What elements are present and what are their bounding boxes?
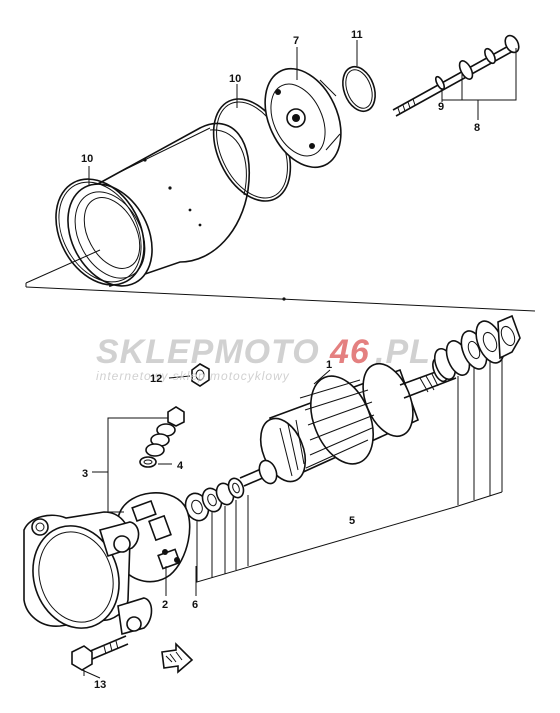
end-housing xyxy=(23,511,153,636)
brush-plate xyxy=(113,492,191,583)
leader-5-bracket xyxy=(196,356,503,583)
callout-13: 13 xyxy=(94,679,106,691)
end-cover-7 xyxy=(264,67,342,169)
terminal-nut-12 xyxy=(191,363,210,387)
section-divider xyxy=(25,249,536,312)
callout-12: 12 xyxy=(150,373,162,385)
callout-8: 8 xyxy=(474,122,480,134)
o-ring-11 xyxy=(342,65,376,113)
watermark: SKLEPMOTO 46 .PL internetowy sklep motoc… xyxy=(96,333,431,383)
callout-6: 6 xyxy=(192,599,198,611)
callout-11: 11 xyxy=(351,29,363,41)
terminal-washers xyxy=(139,406,185,468)
yoke-housing xyxy=(67,122,250,288)
callout-7: 7 xyxy=(293,35,299,47)
callout-5: 5 xyxy=(349,515,355,527)
watermark-brand-part1: SKLEPMOTO xyxy=(96,333,320,371)
watermark-brand-part2: 46 xyxy=(329,333,370,371)
armature-1 xyxy=(239,357,457,487)
callout-3: 3 xyxy=(82,468,88,480)
callout-9: 9 xyxy=(438,101,444,113)
callout-2: 2 xyxy=(162,599,168,611)
leader-lines-lower xyxy=(81,369,331,679)
callout-4: 4 xyxy=(177,460,184,472)
watermark-brand-part3: .PL xyxy=(375,333,431,371)
callout-10-left: 10 xyxy=(81,153,93,165)
watermark-tagline: internetowy sklep motocyklowy xyxy=(96,369,290,383)
washer-stack-right xyxy=(433,314,521,381)
leader-lines-upper xyxy=(88,40,517,186)
arrow-front-icon xyxy=(161,642,194,674)
washer-stack-left xyxy=(184,477,245,522)
bolt-13 xyxy=(71,635,129,676)
o-ring-10-left xyxy=(55,178,145,286)
callout-1: 1 xyxy=(326,359,332,371)
through-bolt-8 xyxy=(392,34,520,117)
callout-10-upper: 10 xyxy=(229,73,241,85)
callouts: 7 11 10 10 9 8 12 1 3 4 5 2 6 13 xyxy=(81,29,480,691)
